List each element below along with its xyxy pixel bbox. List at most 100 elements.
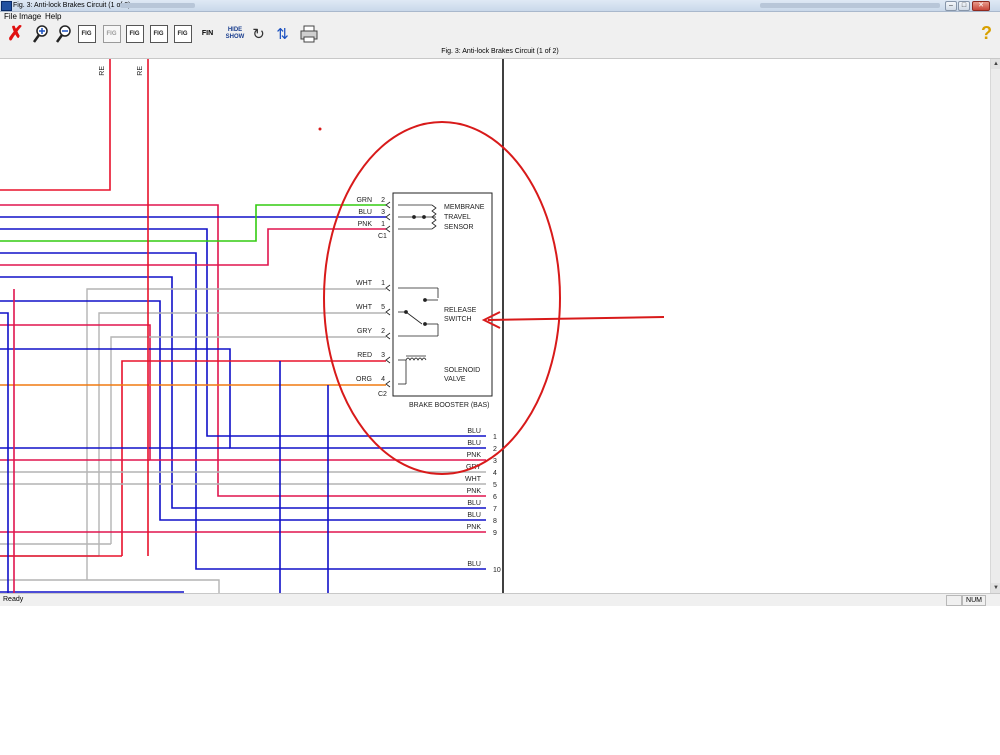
fig-button-b[interactable]: FIG (124, 23, 145, 44)
c1-pin-chevron (385, 225, 391, 233)
c2-pin-chevron (385, 332, 391, 340)
connector-c2-label: C2 (378, 391, 387, 398)
sensor-label: SENSOR (444, 224, 474, 231)
vertical-scrollbar[interactable]: ▲ ▼ (990, 59, 1000, 593)
harness-pin-label: 1 (493, 434, 497, 441)
c1-pin-label: 3 (381, 209, 385, 216)
minimize-button[interactable]: – (945, 1, 957, 11)
c1-pin-label: 2 (381, 197, 385, 204)
wire-wht-c2-1 (86, 288, 386, 580)
switch-label: SWITCH (444, 316, 472, 323)
zoom-in-button[interactable] (30, 23, 51, 44)
title-extra (120, 3, 195, 8)
status-bar: Ready NUM (0, 593, 1000, 606)
fig-icon-b: FIG (125, 24, 144, 43)
c2-pin-chevron (385, 356, 391, 364)
wire-wht-c2-5 (98, 312, 386, 556)
help-button[interactable]: ? (976, 23, 997, 44)
harness-wire-label: WHT (465, 476, 482, 483)
wire-blu-vertical (0, 312, 9, 593)
connector-c1-label: C1 (378, 233, 387, 240)
exit-icon: ✗ (7, 22, 24, 45)
scroll-up-arrow[interactable]: ▲ (991, 59, 1000, 69)
c2-pin-label: 5 (381, 304, 385, 311)
fig-icon-c: FIG (149, 24, 168, 43)
app-icon (1, 1, 12, 11)
c1-pin-label: 1 (381, 221, 385, 228)
wire-gry-c2-2 (110, 336, 386, 544)
solenoid-valve-symbol (398, 355, 427, 385)
wiring-diagram-svg: MEMBRANE TRAVEL SENSOR RELEASE SWITCH SO… (0, 59, 665, 593)
c2-pin-label: 1 (381, 280, 385, 287)
highlight-arrow (487, 316, 665, 321)
hide-show-button[interactable]: HIDE SHOW (223, 23, 247, 44)
c2-wire-label: WHT (356, 304, 373, 311)
help-icon: ? (981, 23, 992, 43)
wire-pnk-c1 (0, 204, 486, 497)
print-icon (300, 25, 317, 42)
scroll-down-arrow[interactable]: ▼ (991, 583, 1000, 593)
red-annotation (318, 121, 665, 475)
c2-wire-label: WHT (356, 280, 373, 287)
harness-wire-label: BLU (467, 428, 481, 435)
fit-icon: FIG (77, 24, 96, 43)
rotate-icon: ↻ (252, 25, 265, 43)
c2-wire-label: ORG (356, 376, 372, 383)
membrane-label: MEMBRANE (444, 204, 485, 211)
close-button[interactable]: ✕ (972, 1, 990, 11)
wire-red-top-1 (0, 59, 111, 191)
rotate-button[interactable]: ↻ (248, 23, 269, 44)
harness-pin-label: 8 (493, 518, 497, 525)
harness-wire-label: PNK (467, 488, 482, 495)
zoom-in-icon (32, 24, 48, 43)
wire-grn-c1 (0, 204, 386, 242)
window-title: Fig. 3: Anti-lock Brakes Circuit (1 of 2… (13, 2, 131, 9)
zoom-out-button[interactable] (53, 23, 74, 44)
menu-image[interactable]: Image (19, 12, 42, 21)
fig-icon-d: FIG (173, 24, 192, 43)
refresh-button[interactable]: ⇅ (272, 23, 293, 44)
wiring-diagram[interactable]: MEMBRANE TRAVEL SENSOR RELEASE SWITCH SO… (0, 59, 990, 593)
fig-button-a[interactable]: FIG (101, 23, 122, 44)
fig-icon-a: FIG (102, 24, 121, 43)
wire-pnk-h3 (0, 324, 486, 461)
maximize-button[interactable]: □ (958, 1, 970, 11)
top-label-1: RE (99, 66, 106, 76)
status-pane-blank (946, 595, 962, 606)
find-icon: FIN (201, 30, 214, 37)
exit-button[interactable]: ✗ (5, 23, 26, 44)
harness-pin-label: 2 (493, 446, 497, 453)
c1-wire-label: GRN (356, 197, 372, 204)
harness-wire-label: BLU (467, 512, 481, 519)
solenoid-label: SOLENOID (444, 367, 480, 374)
harness-pin-label: 3 (493, 458, 497, 465)
c2-pin-label: 2 (381, 328, 385, 335)
harness-pin-label: 7 (493, 506, 497, 513)
wire-blu-h7 (0, 276, 486, 509)
harness-pin-label: 9 (493, 530, 497, 537)
find-button[interactable]: FIN (197, 23, 218, 44)
status-num: NUM (962, 595, 986, 606)
fit-button[interactable]: FIG (76, 23, 97, 44)
wire-blu-h8 (0, 300, 486, 521)
figure-title-bar: Fig. 3: Anti-lock Brakes Circuit (1 of 2… (0, 46, 1000, 59)
figure-title: Fig. 3: Anti-lock Brakes Circuit (1 of 2… (441, 48, 559, 55)
wire-gry-bottom (0, 579, 220, 593)
wire-blu-h1 (0, 228, 486, 437)
wire-pnk-c1-pin1 (0, 228, 386, 266)
fig-button-c[interactable]: FIG (148, 23, 169, 44)
print-button[interactable] (298, 23, 319, 44)
c1-wire-label: BLU (358, 209, 372, 216)
top-label-2: RE (137, 66, 144, 76)
harness-pin-label: 5 (493, 482, 497, 489)
menu-help[interactable]: Help (45, 12, 62, 21)
c2-wire-label: RED (357, 352, 372, 359)
wires (0, 59, 486, 593)
c2-pin-chevron (385, 284, 391, 292)
c2-pin-chevron (385, 308, 391, 316)
release-label: RELEASE (444, 307, 477, 314)
fig-button-d[interactable]: FIG (172, 23, 193, 44)
menu-file[interactable]: File (4, 12, 17, 21)
c2-pin-label: 3 (381, 352, 385, 359)
membrane-travel-sensor-symbol (398, 204, 437, 230)
